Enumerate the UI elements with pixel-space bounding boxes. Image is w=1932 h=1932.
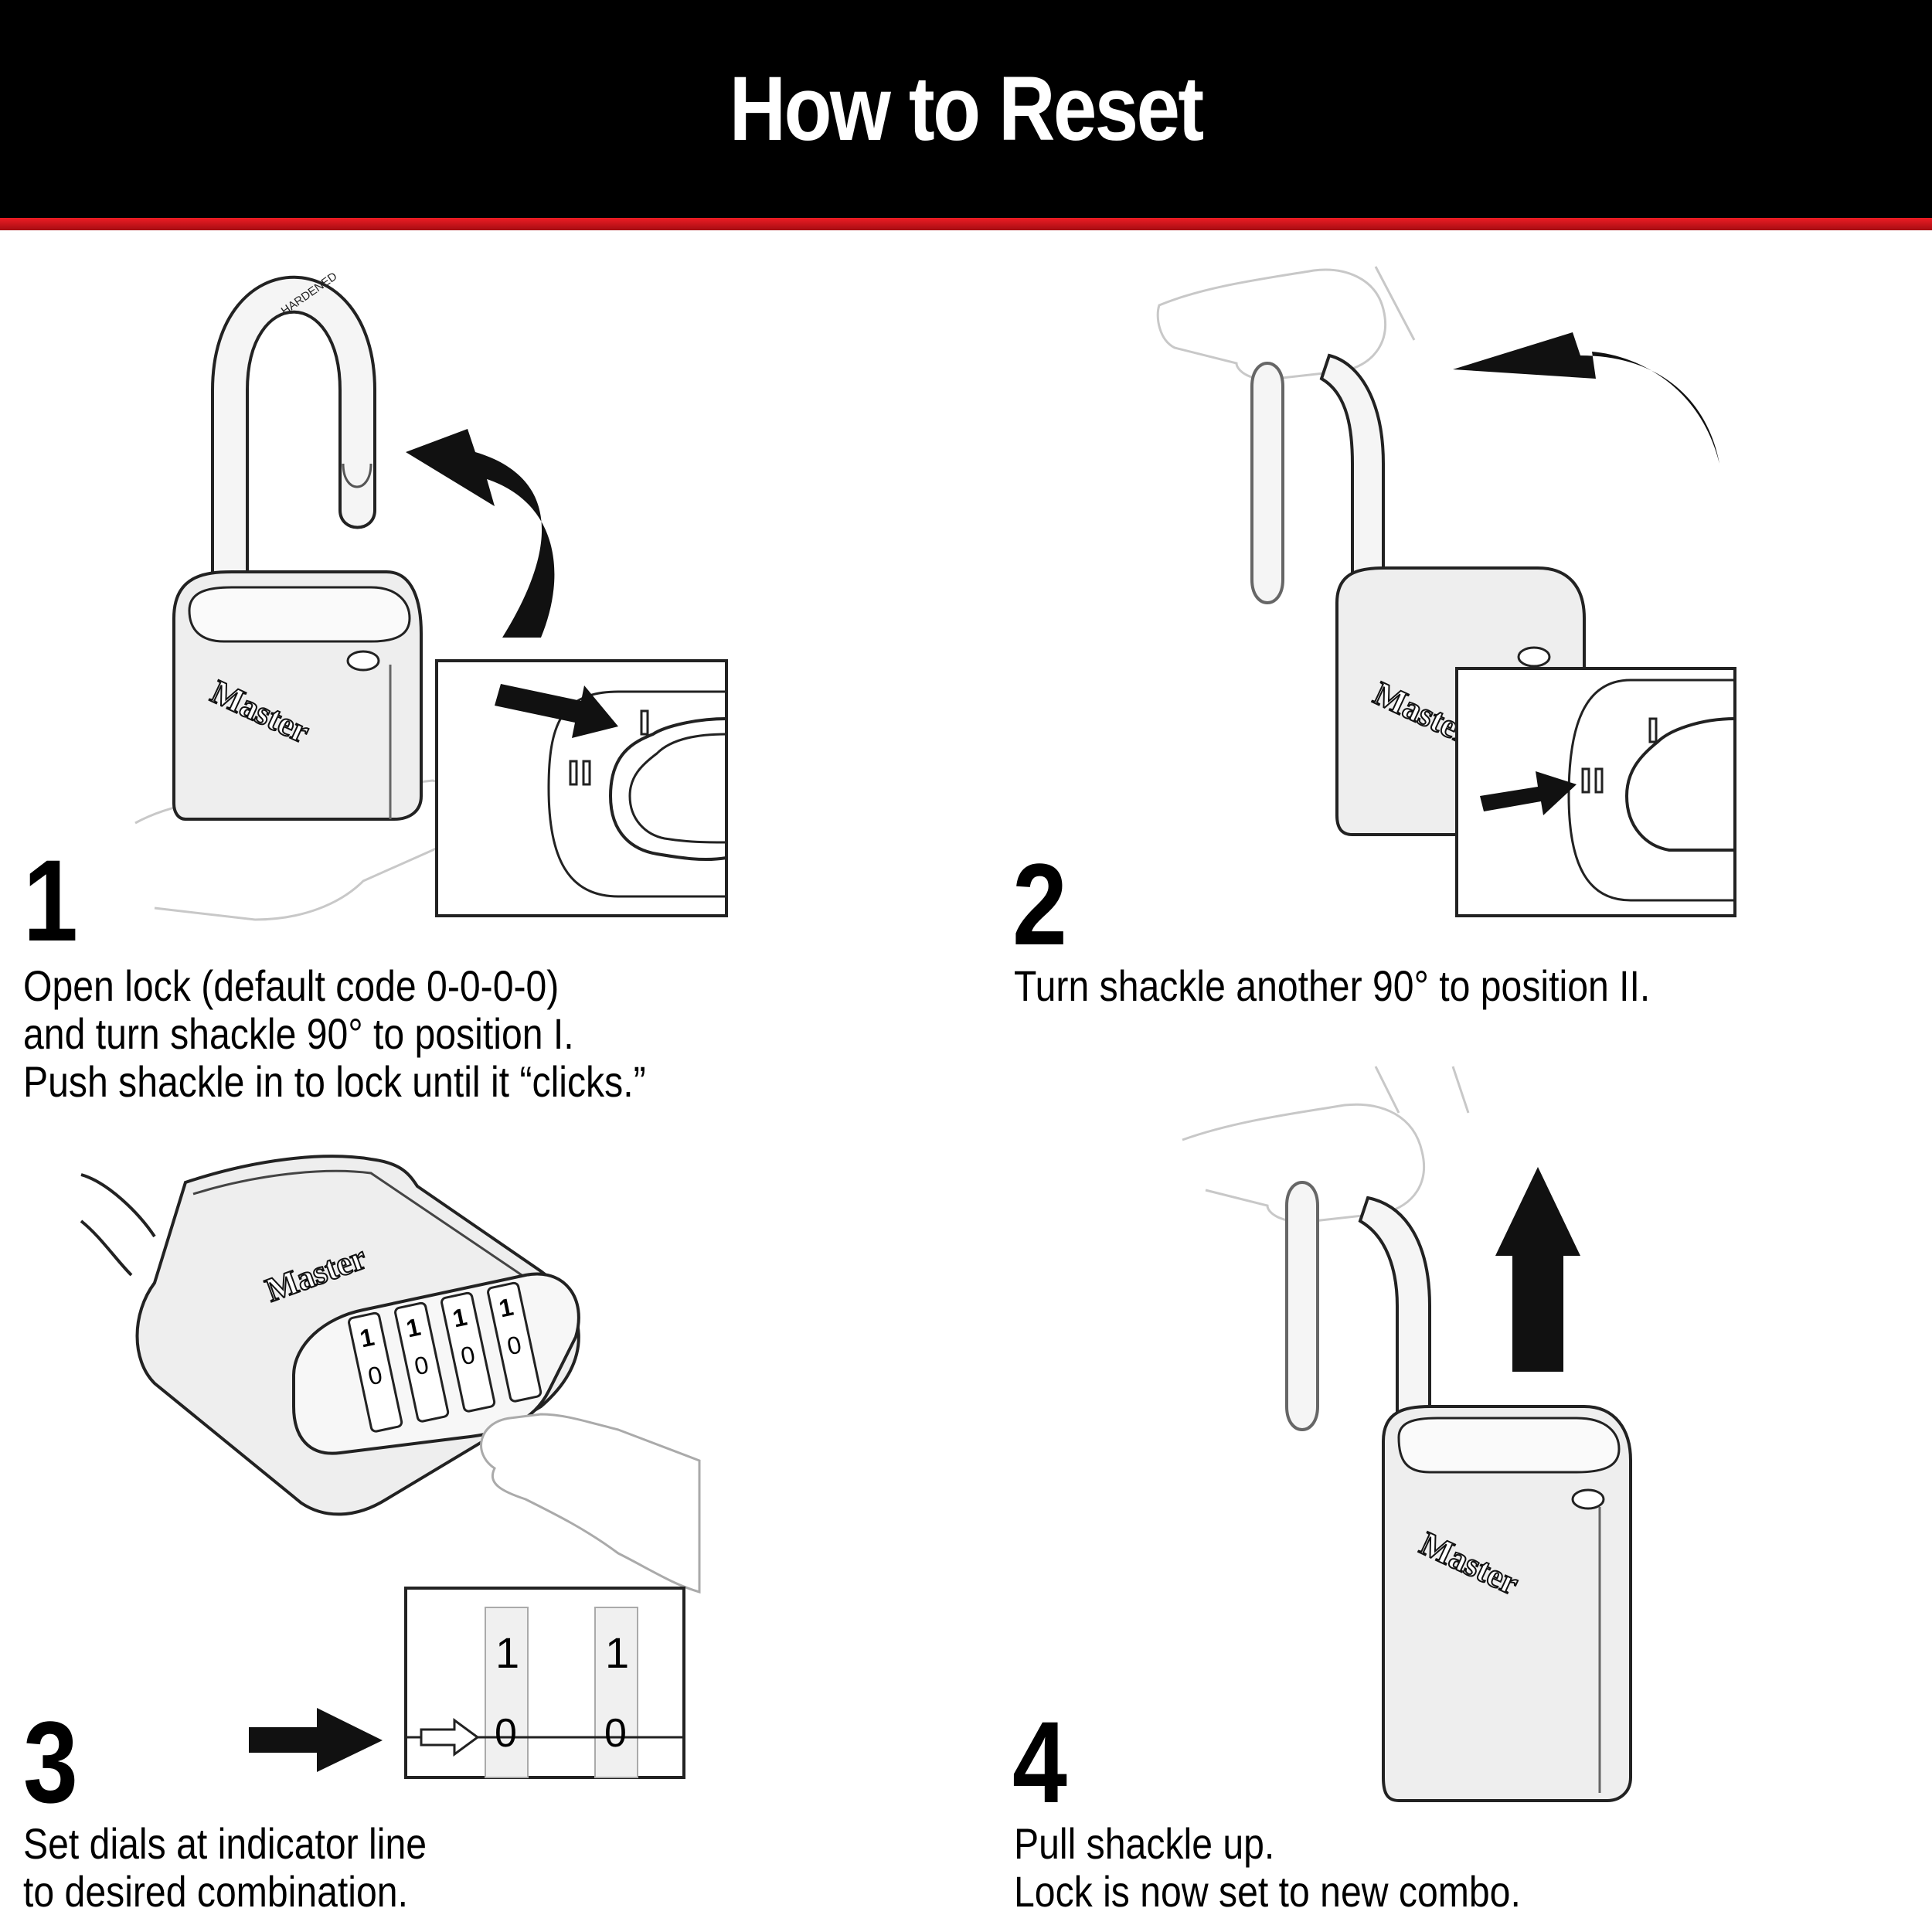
step-3-line: to desired combination. (23, 1867, 408, 1916)
step-2-line: Turn shackle another 90° to position II. (1014, 961, 1651, 1010)
curved-arrow-icon (406, 429, 555, 638)
inset-dial-digit-top: 1 (605, 1628, 629, 1677)
inset-detail-2 (1455, 667, 1736, 917)
step-1-text: Open lock (default code 0-0-0-0) and tur… (23, 962, 646, 1106)
hand-icon (1156, 266, 1416, 381)
step-4-line: Lock is now set to new combo. (1014, 1867, 1521, 1916)
inset-dial-digit-bottom: 0 (604, 1711, 627, 1756)
hand-icon (480, 1413, 701, 1594)
up-arrow-icon (1495, 1167, 1580, 1372)
inset-dial-digit-top: 1 (495, 1628, 519, 1677)
padlock-body-4: Master (1382, 1405, 1632, 1802)
step-number-3: 3 (23, 1697, 78, 1827)
step2-illustration: Master (1156, 266, 1736, 917)
step-3-line: Set dials at indicator line (23, 1819, 427, 1868)
straight-arrow-icon (249, 1708, 383, 1772)
step-number-4: 4 (1012, 1697, 1067, 1827)
padlock-shackle-2 (1250, 353, 1385, 612)
step-1-line: Push shackle in to lock until it “clicks… (23, 1057, 646, 1106)
padlock-body-1: Master (172, 570, 423, 821)
step1-illustration: HARDENED Master (134, 270, 728, 921)
straight-arrow-icon (1480, 771, 1577, 815)
padlock-shackle-1 (211, 275, 376, 589)
dial-wheels: 1 0 1 0 1 0 1 0 (348, 1281, 543, 1433)
inset-dial-digit-bottom: 0 (495, 1711, 517, 1756)
step-4-text: Pull shackle up. Lock is now set to new … (1014, 1820, 1521, 1916)
page-header: How to Reset (0, 0, 1932, 218)
header-accent-rule (0, 218, 1932, 230)
step-2-text: Turn shackle another 90° to position II. (1014, 962, 1650, 1010)
step-1-line: Open lock (default code 0-0-0-0) (23, 961, 560, 1010)
curved-arrow-icon (1453, 332, 1719, 464)
step-3-text: Set dials at indicator line to desired c… (23, 1820, 427, 1916)
step3-illustration: Master 1 0 1 0 1 0 1 0 (80, 1155, 701, 1779)
padlock-shackle-4 (1285, 1181, 1431, 1439)
step-number-2: 2 (1012, 839, 1067, 969)
inset-detail-1 (435, 659, 728, 917)
page-title: How to Reset (730, 58, 1204, 160)
step-4-line: Pull shackle up. (1014, 1819, 1275, 1868)
step-number-1: 1 (23, 835, 78, 965)
inset-detail-3: 1 1 0 0 (404, 1587, 685, 1779)
step4-illustration: Master (1182, 1066, 1632, 1802)
hand-icon (1182, 1066, 1470, 1223)
indicator-arrow-icon (420, 1718, 480, 1757)
step-1-line: and turn shackle 90° to position I. (23, 1009, 574, 1058)
straight-arrow-icon (495, 684, 618, 738)
